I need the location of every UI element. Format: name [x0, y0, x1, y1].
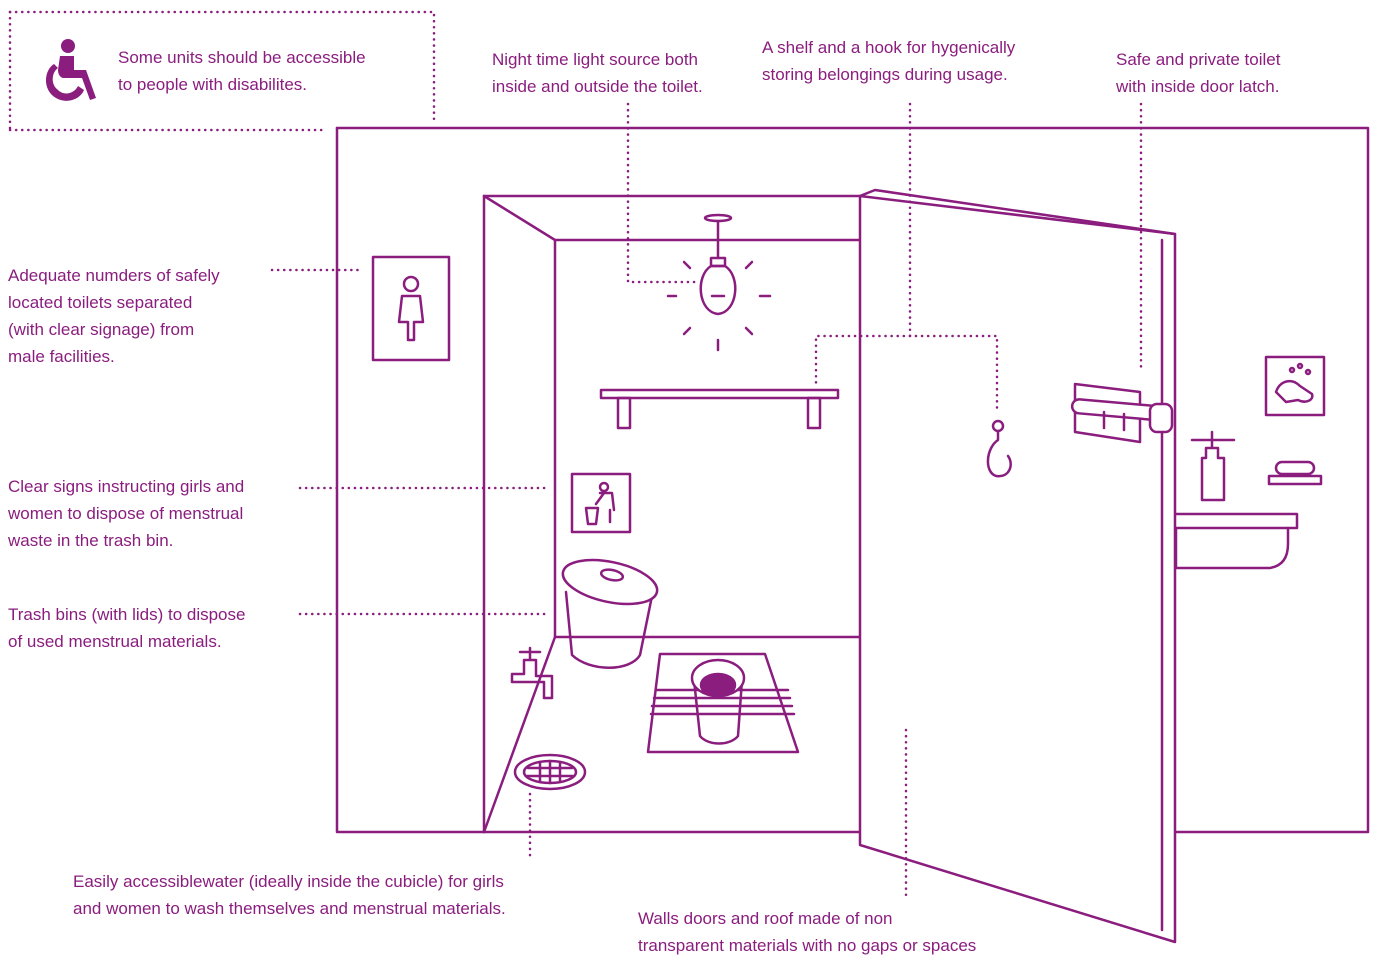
leader-lines — [8, 10, 1143, 900]
label-accessible: Some units should be accessible to peopl… — [118, 44, 366, 98]
squat-toilet-icon — [646, 652, 800, 754]
label-line: Clear signs instructing girls and — [8, 477, 245, 496]
label-line: located toilets separated — [8, 293, 193, 312]
label-line: (with clear signage) from — [8, 320, 195, 339]
label-shelf-hook: A shelf and a hook for hygenically stori… — [762, 34, 1015, 88]
floor-drain-icon — [513, 753, 587, 791]
label-line: women to dispose of menstrual — [8, 504, 244, 523]
label-line: Night time light source both — [492, 50, 698, 69]
label-line: inside and outside the toilet. — [492, 77, 703, 96]
door-latch-icon — [1070, 382, 1174, 444]
label-separated: Adequate numders of safely located toile… — [8, 262, 220, 370]
label-signs: Clear signs instructing girls and women … — [8, 473, 244, 554]
soap-icon — [1267, 460, 1323, 486]
trash-bin-icon — [561, 558, 659, 669]
wheelchair-icon — [46, 39, 96, 101]
label-line: waste in the trash bin. — [8, 531, 174, 550]
label-line: storing belongings during usage. — [762, 65, 1008, 84]
open-door — [858, 188, 1177, 944]
label-line: Walls doors and roof made of non — [638, 909, 893, 928]
label-line: with inside door latch. — [1116, 77, 1280, 96]
water-tap-icon — [510, 646, 554, 700]
outer-wall — [335, 126, 1370, 834]
sink-icon — [1174, 430, 1299, 570]
label-line: of used menstrual materials. — [8, 632, 222, 651]
light-bulb-icon — [666, 213, 772, 352]
label-bins: Trash bins (with lids) to dispose of use… — [8, 601, 245, 655]
label-line: Trash bins (with lids) to dispose — [8, 605, 246, 624]
female-toilet-sign-icon — [371, 255, 451, 362]
label-line: Adequate numders of safely — [8, 266, 220, 285]
label-light: Night time light source both inside and … — [492, 46, 703, 100]
label-line: male facilities. — [8, 347, 115, 366]
label-line: Some units should be accessible — [118, 48, 366, 67]
label-line: and women to wash themselves and menstru… — [73, 899, 506, 918]
label-walls: Walls doors and roof made of non transpa… — [638, 905, 976, 959]
cubicle-interior — [482, 194, 862, 834]
label-water: Easily accessiblewater (ideally inside t… — [73, 868, 506, 922]
shelf-icon — [599, 388, 840, 430]
label-line: transparent materials with no gaps or sp… — [638, 936, 977, 955]
hook-icon — [986, 419, 1012, 478]
label-line: A shelf and a hook for hygenically — [762, 38, 1016, 57]
label-latch: Safe and private toilet with inside door… — [1116, 46, 1280, 100]
label-line: Safe and private toilet — [1116, 50, 1281, 69]
trash-disposal-sign-icon — [570, 472, 632, 534]
label-line: Easily accessiblewater (ideally inside t… — [73, 872, 504, 891]
handwash-sign-icon — [1264, 355, 1326, 417]
label-line: to people with disabilites. — [118, 75, 308, 94]
